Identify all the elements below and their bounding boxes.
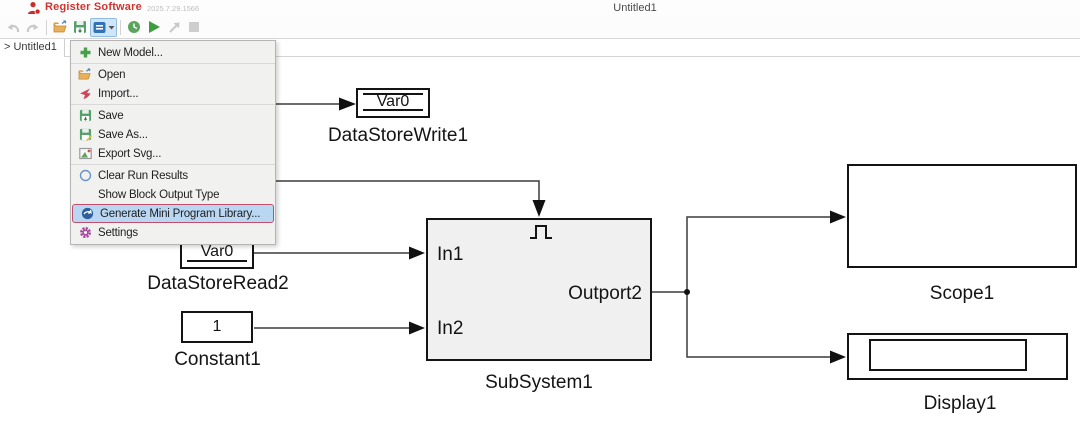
block-datastorewrite1[interactable]: Var0 [356,88,430,118]
block-scope1[interactable] [847,164,1077,268]
chevron-down-icon [108,25,114,29]
block-label-datastoreread2: DataStoreRead2 [147,273,289,294]
arrowhead [339,97,356,111]
wire-trigger-to-subsystem1 [270,180,540,201]
arrowhead [409,246,425,260]
arrowhead [830,210,846,224]
tab-untitled1[interactable]: > Untitled1 [0,39,65,57]
block-label-subsystem1: SubSystem1 [485,372,593,393]
stop-icon [189,22,199,32]
no-icon [78,188,92,202]
history-button[interactable] [124,18,144,37]
block-label-scope1: Scope1 [929,283,995,304]
save-icon [78,109,92,123]
pulse-trigger-icon [528,223,554,246]
menu-item-show-block-output-type[interactable]: Show Block Output Type [71,185,275,204]
arrowhead [830,350,846,364]
port-in2: In2 [437,318,464,339]
window-title: Untitled1 [613,2,657,14]
block-subsystem1[interactable]: In1 In2 Outport2 [426,218,652,361]
menu-item-save[interactable]: Save [71,106,275,125]
save-icon [74,21,86,33]
file-menu-button[interactable] [90,17,117,37]
arrow-up-right-icon [168,22,179,33]
datastore-value: Var0 [362,93,424,111]
generate-library-icon [80,207,94,221]
circle-outline-icon [78,169,92,183]
menu-separator [71,163,275,166]
block-label-display1: Display1 [923,393,997,414]
save-as-icon [78,128,92,142]
menu-separator [71,62,275,65]
titlebar: Register Software 2025.7.29.1566 Untitle… [0,0,1080,16]
plus-icon [78,46,92,60]
step-out-button[interactable] [164,18,184,37]
block-label-constant1: Constant1 [174,349,261,370]
wire-junction-dot [684,289,690,295]
save-button[interactable] [70,18,90,37]
arrowhead [532,200,546,217]
menu-item-settings[interactable]: Settings [71,223,275,242]
play-icon [149,21,160,33]
menu-item-new-model[interactable]: New Model... [71,43,275,62]
undo-button[interactable] [3,18,23,37]
menu-item-clear-run-results[interactable]: Clear Run Results [71,166,275,185]
port-in1: In1 [437,244,464,265]
menu-item-save-as[interactable]: Save As... [71,125,275,144]
toolbar-separator [46,19,47,35]
file-menu-icon [93,21,105,33]
folder-open-icon [78,68,92,82]
image-icon [78,147,92,161]
clock-icon [128,21,140,33]
app-name: Register Software [45,1,142,13]
open-button[interactable] [50,18,70,37]
block-label-datastorewrite1: DataStoreWrite1 [327,125,469,146]
menu-separator [71,103,275,106]
block-display1[interactable] [847,333,1068,380]
import-arrow-icon [78,87,92,101]
app-logo-person-icon [27,1,41,20]
stop-button[interactable] [184,18,204,37]
gear-icon [78,226,92,240]
constant-value: 1 [212,318,222,335]
run-button[interactable] [144,18,164,37]
block-constant1[interactable]: 1 [181,311,253,343]
datastore-value: Var0 [186,242,248,262]
port-outport2: Outport2 [568,283,642,304]
redo-button[interactable] [23,18,43,37]
file-dropdown-menu: New Model... Open Import... [70,40,276,245]
folder-open-icon [53,20,67,33]
toolbar [0,16,1080,39]
toolbar-separator [120,19,121,35]
arrowhead [409,321,425,335]
wire-outport2-branch [652,216,830,358]
redo-icon [26,23,39,32]
menu-item-import[interactable]: Import... [71,84,275,103]
menu-item-generate-mini-program-library[interactable]: Generate Mini Program Library... [72,204,274,223]
menu-item-open[interactable]: Open [71,65,275,84]
display-value [869,339,1027,371]
undo-icon [7,23,20,32]
app-version: 2025.7.29.1566 [147,4,200,13]
menu-item-export-svg[interactable]: Export Svg... [71,144,275,163]
